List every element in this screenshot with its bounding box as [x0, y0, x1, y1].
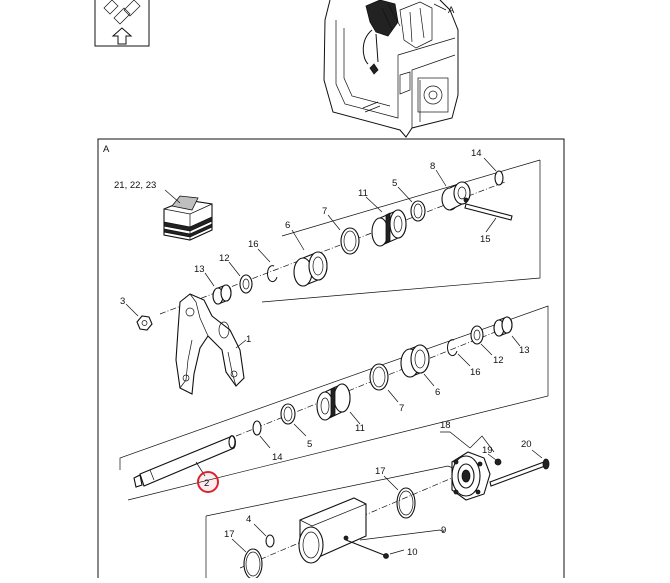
- label-2: 2: [204, 478, 209, 489]
- label-13-upper: 13: [194, 264, 205, 275]
- part-19-plug: [494, 458, 502, 466]
- part-13-sleeve-upper: [212, 284, 232, 305]
- part-17-oring-left: [243, 548, 263, 580]
- label-18: 18: [440, 420, 451, 431]
- part-5-ring-lower: [280, 403, 296, 425]
- part-8-bushing: [441, 181, 471, 211]
- label-20: 20: [521, 439, 532, 450]
- label-17-right: 17: [375, 466, 386, 477]
- part-6-bushing-lower: [400, 344, 430, 378]
- label-7-lower: 7: [399, 403, 404, 414]
- part-2-shaft: [133, 435, 236, 488]
- label-16-upper: 16: [248, 239, 259, 250]
- part-16-snapring-upper: [267, 265, 278, 283]
- seal-kit-part: [163, 195, 213, 241]
- part-12-ring-upper: [239, 274, 253, 294]
- label-11-upper: 11: [358, 188, 368, 199]
- part-12-ring-lower: [470, 325, 484, 345]
- label-7-upper: 7: [322, 206, 327, 217]
- label-9: 9: [441, 525, 446, 536]
- part-14-ring-upper: [494, 170, 504, 186]
- part-9-cylinder: [298, 497, 367, 564]
- part-5-ring-upper: [410, 200, 426, 222]
- label-6-lower: 6: [435, 387, 440, 398]
- label-kit-21-22-23: 21, 22, 23: [114, 180, 156, 191]
- label-1: 1: [246, 334, 251, 345]
- label-14-upper: 14: [471, 148, 482, 159]
- detail-view-label: A: [103, 144, 110, 155]
- label-19: 19: [482, 445, 493, 456]
- part-6-bushing-upper: [293, 251, 328, 287]
- part-11-piston-lower: [316, 383, 351, 421]
- part-14-ring-lower: [252, 420, 262, 436]
- highlight-part-2[interactable]: [197, 471, 219, 493]
- part-10-screw: [345, 539, 389, 559]
- label-13-lower: 13: [519, 345, 530, 356]
- label-12-upper: 12: [219, 253, 230, 264]
- label-10: 10: [407, 547, 418, 558]
- overview-view-label: A: [448, 5, 455, 16]
- part-3-nut: [136, 315, 153, 331]
- view-direction-icon: [94, 0, 150, 47]
- label-3: 3: [120, 296, 125, 307]
- label-16-lower: 16: [470, 367, 481, 378]
- part-1-shift-fork: [175, 293, 245, 395]
- part-15-pin: [463, 197, 513, 221]
- label-12-lower: 12: [493, 355, 504, 366]
- detail-frame: [97, 138, 565, 583]
- part-4-washer: [265, 534, 275, 548]
- label-4: 4: [246, 514, 251, 525]
- transmission-housing-overview: A: [323, 0, 459, 138]
- part-13-sleeve-lower: [493, 316, 513, 337]
- label-11-lower: 11: [355, 423, 365, 434]
- part-18-flange: [451, 451, 491, 501]
- label-15: 15: [480, 234, 491, 245]
- upper-axis-line: [159, 181, 506, 315]
- part-17-oring-right: [396, 487, 416, 519]
- label-17-left: 17: [224, 529, 235, 540]
- middle-assembly-guide: [119, 305, 549, 501]
- part-20-bolt: [489, 458, 550, 487]
- label-14-lower: 14: [272, 452, 283, 463]
- part-11-piston-upper: [371, 209, 407, 247]
- part-16-snapring-lower: [447, 339, 458, 357]
- label-5-lower: 5: [307, 439, 312, 450]
- label-6-upper: 6: [285, 220, 290, 231]
- label-5-upper: 5: [392, 178, 397, 189]
- label-8-upper: 8: [430, 161, 435, 172]
